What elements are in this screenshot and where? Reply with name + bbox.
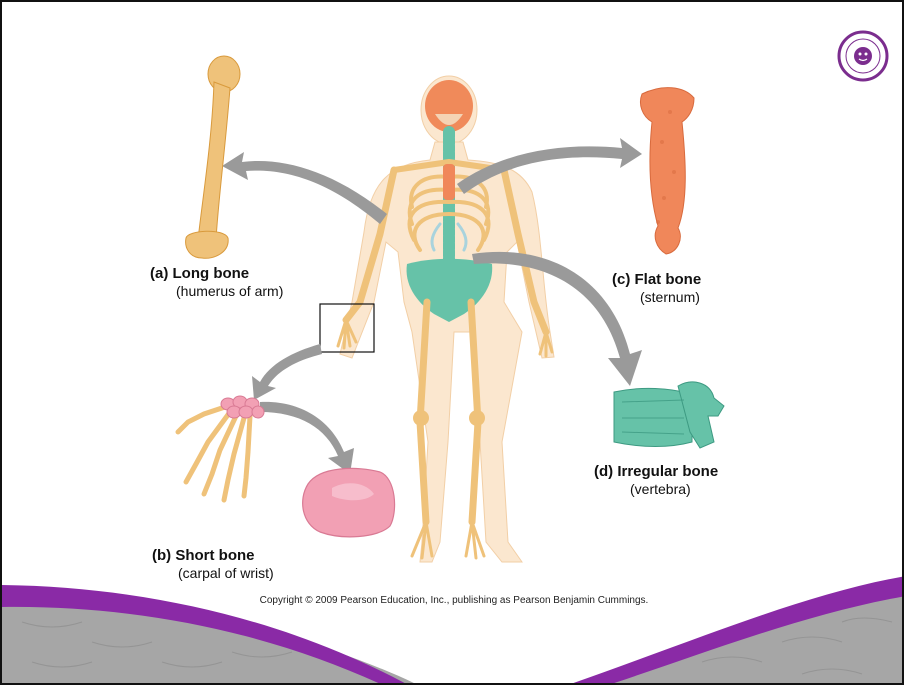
label-irregular-bone-title: (d) Irregular bone	[594, 463, 718, 480]
label-long-bone-title: (a) Long bone	[150, 265, 283, 282]
humerus-illustration	[186, 56, 240, 258]
label-long-bone: (a) Long bone (humerus of arm)	[150, 265, 283, 299]
arrow-to-short-bone	[252, 344, 322, 400]
vertebra-illustration	[614, 382, 724, 448]
hand-bones-illustration	[178, 396, 264, 500]
label-short-bone: (b) Short bone (carpal of wrist)	[152, 547, 274, 581]
sternum-in-body	[443, 164, 455, 200]
label-irregular-bone-sub: (vertebra)	[594, 481, 718, 497]
arrow-carpal-to-detail	[260, 402, 354, 474]
bottom-decoration	[2, 576, 904, 685]
label-flat-bone-sub: (sternum)	[612, 289, 701, 305]
sternum-illustration	[640, 88, 694, 254]
label-flat-bone-title: (c) Flat bone	[612, 271, 701, 288]
carpal-illustration	[303, 468, 395, 536]
fit-chicks-academy-logo	[837, 30, 889, 82]
label-flat-bone: (c) Flat bone (sternum)	[612, 271, 701, 305]
copyright-notice: Copyright © 2009 Pearson Education, Inc.…	[2, 595, 904, 606]
label-long-bone-sub: (humerus of arm)	[150, 283, 283, 299]
label-irregular-bone: (d) Irregular bone (vertebra)	[594, 463, 718, 497]
label-short-bone-title: (b) Short bone	[152, 547, 274, 564]
label-short-bone-sub: (carpal of wrist)	[152, 565, 274, 581]
arrow-to-long-bone	[222, 152, 387, 224]
